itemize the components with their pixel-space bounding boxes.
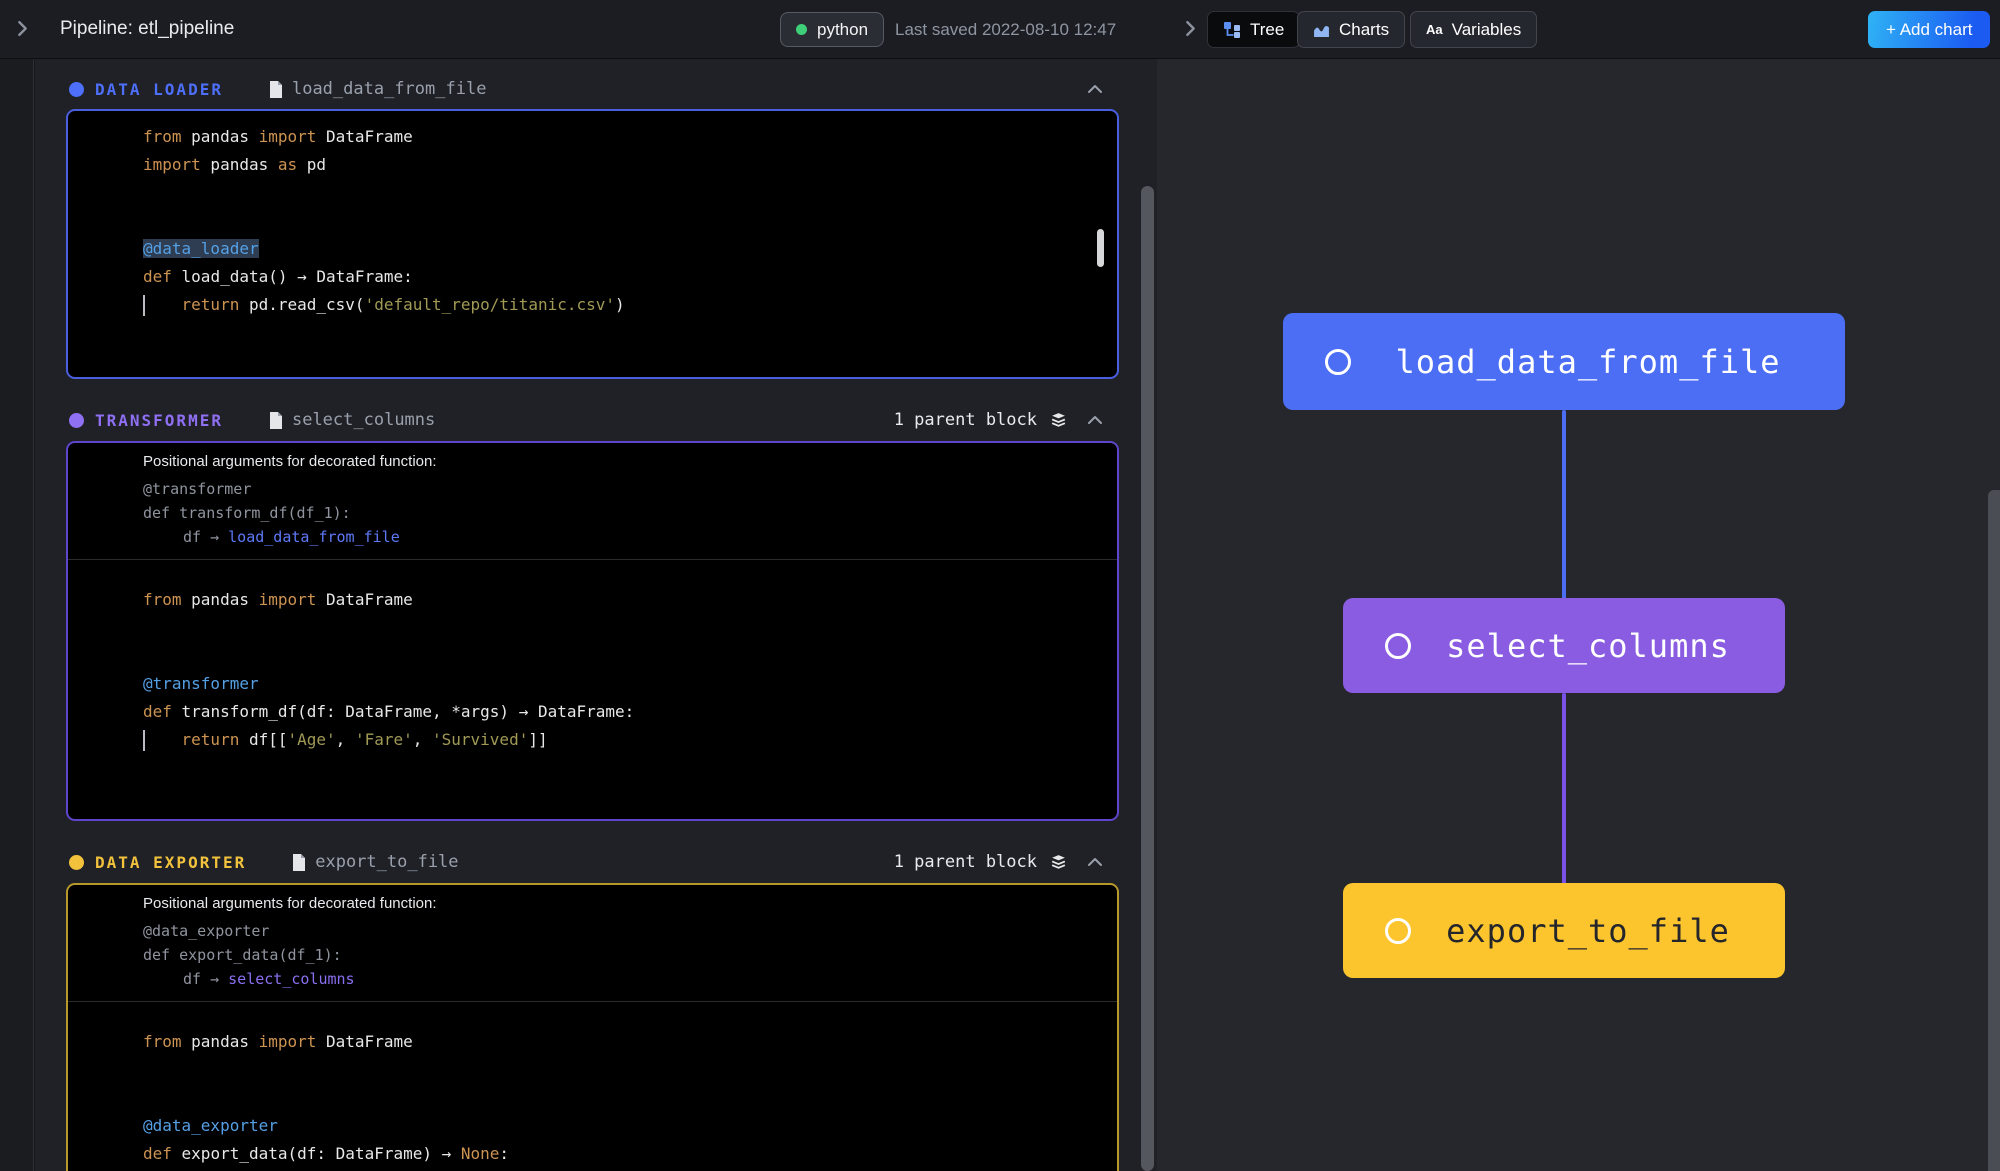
- language-badge-label: python: [817, 19, 869, 39]
- info-decorator: @data_exporter: [143, 922, 270, 940]
- info-signature: def transform_df(df_1):: [143, 504, 351, 522]
- variables-icon: Aa: [1426, 22, 1443, 37]
- block-type-label: DATA EXPORTER: [95, 852, 247, 872]
- tab-charts[interactable]: Charts: [1297, 11, 1406, 48]
- node-circle-icon: [1325, 348, 1351, 375]
- parent-block-count: 1 parent block: [893, 852, 1037, 872]
- info-title: Positional arguments for decorated funct…: [143, 895, 437, 912]
- block-type-label: DATA LOADER: [95, 79, 223, 99]
- block-header: DATA EXPORTER export_to_file 1 parent bl…: [66, 841, 1119, 883]
- decorator-info: Positional arguments for decorated funct…: [68, 443, 1117, 559]
- add-chart-button[interactable]: + Add chart: [1868, 11, 1991, 48]
- tab-tree-label: Tree: [1250, 19, 1285, 39]
- code-content[interactable]: from pandas import DataFrame @transforme…: [143, 590, 635, 751]
- block-type-dot: [69, 412, 84, 428]
- block-file-name: select_columns: [291, 410, 436, 430]
- info-title: Positional arguments for decorated funct…: [143, 453, 437, 470]
- dependency-tree-panel: load_data_from_file select_columns expor…: [1157, 59, 2000, 1171]
- layers-icon[interactable]: [1050, 854, 1067, 871]
- scrollbar-thumb[interactable]: [1097, 229, 1104, 267]
- info-argument: df → load_data_from_file: [143, 525, 1117, 549]
- node-circle-icon: [1385, 917, 1411, 944]
- code-content[interactable]: from pandas import DataFrame @data_expor…: [143, 1032, 510, 1163]
- language-status-dot: [796, 24, 807, 35]
- block-header: DATA LOADER load_data_from_file: [66, 69, 1119, 109]
- node-label: export_to_file: [1446, 911, 1730, 950]
- info-argument: df → select_columns: [143, 967, 1117, 991]
- pipeline-title: Pipeline: etl_pipeline: [60, 18, 235, 39]
- tab-variables[interactable]: Aa Variables: [1410, 11, 1538, 48]
- block-data-exporter: DATA EXPORTER export_to_file 1 parent bl…: [66, 841, 1119, 1171]
- tab-charts-label: Charts: [1339, 19, 1390, 39]
- block-data-loader: DATA LOADER load_data_from_file from pan…: [66, 69, 1119, 379]
- edge-connector: [1562, 693, 1566, 885]
- pipeline-blocks-panel: DATA LOADER load_data_from_file from pan…: [35, 59, 1157, 1171]
- block-header: TRANSFORMER select_columns 1 parent bloc…: [66, 399, 1119, 441]
- file-icon: [269, 411, 283, 429]
- block-file-name: load_data_from_file: [291, 79, 487, 99]
- tree-icon: [1223, 21, 1241, 39]
- tab-variables-label: Variables: [1451, 19, 1522, 39]
- top-bar: Pipeline: etl_pipeline python Last saved…: [0, 0, 2000, 59]
- edge-connector: [1562, 410, 1566, 600]
- editor-scrollbar-thumb[interactable]: [1141, 186, 1154, 1171]
- code-editor[interactable]: Positional arguments for decorated funct…: [66, 441, 1119, 821]
- block-transformer: TRANSFORMER select_columns 1 parent bloc…: [66, 399, 1119, 821]
- info-decorator: @transformer: [143, 480, 252, 498]
- block-type-dot: [69, 81, 84, 97]
- last-saved-text: Last saved 2022-08-10 12:47: [895, 20, 1117, 39]
- block-file-name: export_to_file: [315, 852, 459, 872]
- language-badge: python: [780, 12, 885, 47]
- section-divider: [68, 559, 1117, 560]
- section-divider: [68, 1001, 1117, 1002]
- arg-prefix: df →: [183, 528, 229, 546]
- file-icon: [292, 853, 306, 871]
- collapsed-file-sidebar[interactable]: [0, 59, 34, 1171]
- arg-prefix: df →: [183, 970, 229, 988]
- parent-block-link[interactable]: load_data_from_file: [228, 528, 400, 546]
- tree-node-load-data-from-file[interactable]: load_data_from_file: [1283, 313, 1845, 410]
- decorator-info: Positional arguments for decorated funct…: [68, 885, 1117, 1001]
- collapse-block-icon[interactable]: [1087, 83, 1103, 95]
- collapse-panel-icon[interactable]: [1182, 20, 1199, 37]
- file-icon: [269, 80, 283, 98]
- layers-icon[interactable]: [1050, 412, 1067, 429]
- tree-node-export-to-file[interactable]: export_to_file: [1343, 883, 1785, 978]
- charts-icon: [1313, 21, 1330, 38]
- block-type-label: TRANSFORMER: [95, 410, 223, 430]
- block-type-dot: [69, 854, 84, 870]
- parent-block-link[interactable]: select_columns: [228, 970, 355, 988]
- node-label: select_columns: [1446, 626, 1730, 665]
- collapse-block-icon[interactable]: [1087, 414, 1103, 426]
- tree-node-select-columns[interactable]: select_columns: [1343, 598, 1785, 693]
- canvas-scrollbar-thumb[interactable]: [1988, 490, 2000, 1171]
- expand-sidebar-icon[interactable]: [14, 20, 31, 37]
- code-editor[interactable]: Positional arguments for decorated funct…: [66, 883, 1119, 1171]
- info-signature: def export_data(df_1):: [143, 946, 342, 964]
- parent-block-count: 1 parent block: [893, 410, 1037, 430]
- tab-tree[interactable]: Tree: [1207, 11, 1301, 48]
- collapse-block-icon[interactable]: [1087, 856, 1103, 868]
- node-label: load_data_from_file: [1395, 342, 1781, 381]
- node-circle-icon: [1385, 632, 1411, 659]
